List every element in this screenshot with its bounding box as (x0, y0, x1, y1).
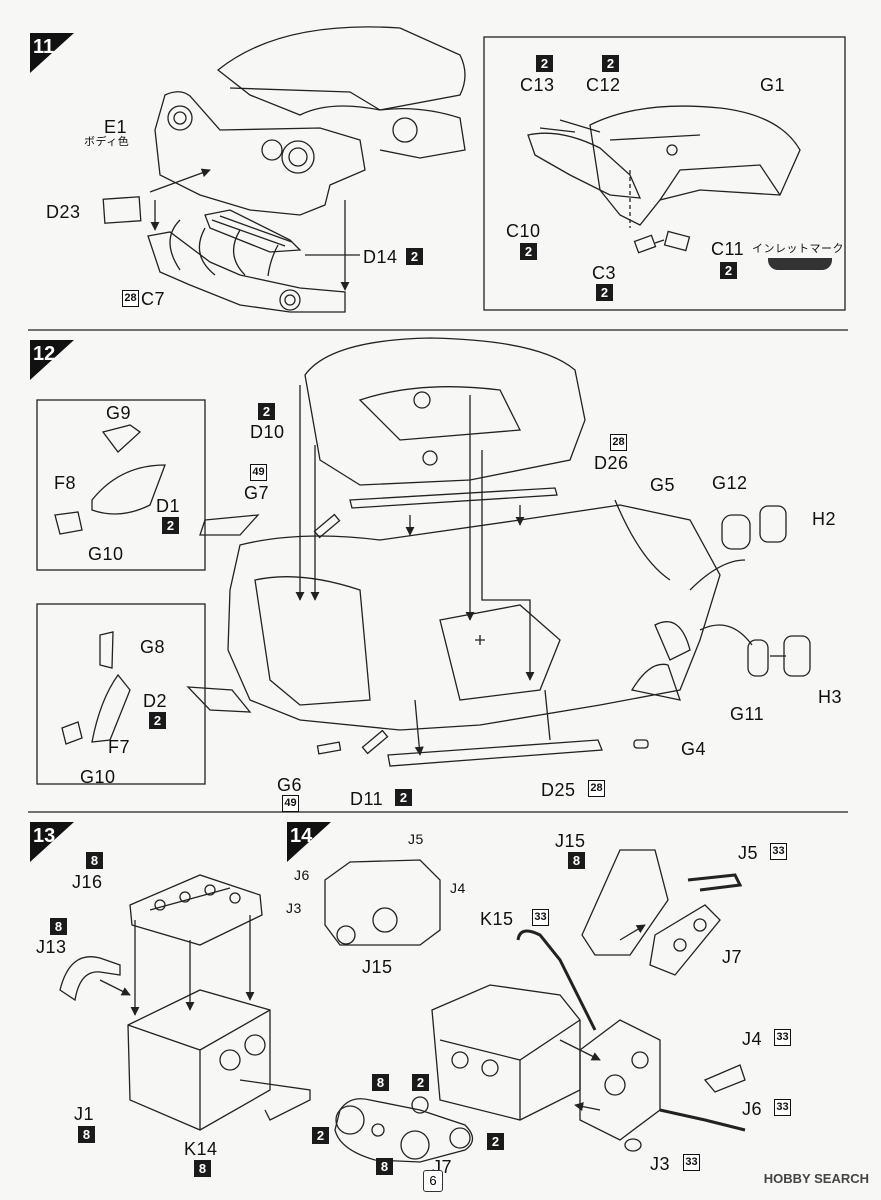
belt-pulley-badge-4: 8 (376, 1158, 393, 1175)
belt-pulley-badge-3: 2 (312, 1127, 329, 1144)
part-g5-label: G5 (650, 475, 676, 495)
belt-pulley-badge-5: 2 (487, 1133, 504, 1150)
part-k15-label: K15 (480, 909, 514, 929)
part-d1-count-badge: 2 (162, 517, 179, 534)
subpart-j4-label: J4 (450, 880, 466, 896)
part-j13-label: J13 (36, 937, 67, 957)
part-h2-label: H2 (812, 509, 837, 529)
part-j6-label: J6 (742, 1099, 763, 1119)
part-j13-count-badge: 8 (50, 918, 67, 935)
part-g6-color-badge: 49 (282, 795, 299, 812)
part-j3-label: J3 (650, 1154, 671, 1174)
part-c7-color-badge: 28 (122, 290, 139, 307)
part-j4-label: J4 (742, 1029, 763, 1049)
part-j3-color-badge: 33 (683, 1154, 700, 1171)
part-d26-color-badge: 28 (610, 434, 627, 451)
part-j5-label: J5 (738, 843, 759, 863)
part-g9-label: G9 (106, 403, 132, 423)
part-d11-label: D11 (350, 789, 384, 809)
step-11-number: 11 (33, 36, 55, 58)
belt-pulley-badge-1: 8 (372, 1074, 389, 1091)
part-e1-note: ボディ色 (84, 136, 130, 148)
step12-detail-frame-top (36, 399, 206, 571)
part-g10-label-top: G10 (88, 544, 124, 564)
part-d2-label: D2 (143, 691, 168, 711)
part-g7-label: G7 (244, 483, 270, 503)
subpart-j5-label: J5 (408, 831, 424, 847)
part-c11-note: インレットマーク (752, 243, 844, 255)
part-k15-color-badge: 33 (532, 909, 549, 926)
part-j15-count-badge: 8 (568, 852, 585, 869)
part-g12-label: G12 (712, 473, 748, 493)
part-d2-count-badge: 2 (149, 712, 166, 729)
part-g8-label: G8 (140, 637, 166, 657)
page-number: 6 (423, 1170, 443, 1192)
part-e1-label: E1 (104, 117, 128, 137)
part-c10-count-badge: 2 (520, 243, 537, 260)
part-f7-label: F7 (108, 737, 131, 757)
belt-pulley-badge-2: 2 (412, 1074, 429, 1091)
inlet-mark-swatch (768, 258, 832, 270)
part-d23-label: D23 (46, 202, 81, 222)
part-c7-label: C7 (141, 289, 166, 309)
part-c13-count-badge: 2 (536, 55, 553, 72)
watermark: HOBBY SEARCH (763, 1171, 869, 1186)
part-c12-count-badge: 2 (602, 55, 619, 72)
part-d25-color-badge: 28 (588, 780, 605, 797)
part-c11-count-badge: 2 (720, 262, 737, 279)
part-d11-count-badge: 2 (395, 789, 412, 806)
part-h3-label: H3 (818, 687, 843, 707)
part-d26-label: D26 (594, 453, 629, 473)
part-c11-label: C11 (711, 239, 745, 259)
step-12-number: 12 (33, 343, 56, 365)
part-f8-label: F8 (54, 473, 77, 493)
part-g7-color-badge: 49 (250, 464, 267, 481)
part-c13-label: C13 (520, 75, 555, 95)
part-d1-label: D1 (156, 496, 181, 516)
part-j1-count-badge: 8 (78, 1126, 95, 1143)
part-d14-count-badge: 2 (406, 248, 423, 265)
part-d14-label: D14 (363, 247, 398, 267)
part-g1-label: G1 (760, 75, 786, 95)
step-14-number: 14 (290, 825, 313, 847)
part-k14-count-badge: 8 (194, 1160, 211, 1177)
subpart-j6-label: J6 (294, 867, 310, 883)
part-c10-label: C10 (506, 221, 541, 241)
part-j5-color-badge: 33 (770, 843, 787, 860)
part-j7-label-top: J7 (722, 947, 743, 967)
part-c3-label: C3 (592, 263, 617, 283)
part-k14-label: K14 (184, 1139, 218, 1159)
part-g6-label: G6 (277, 775, 303, 795)
part-c3-count-badge: 2 (596, 284, 613, 301)
part-j15-label: J15 (555, 831, 586, 851)
part-g10-label-bottom: G10 (80, 767, 116, 787)
step11-detail-frame (483, 36, 846, 311)
subpart-j3-label: J3 (286, 900, 302, 916)
part-g4-label: G4 (681, 739, 707, 759)
part-j16-label: J16 (72, 872, 103, 892)
part-g11-label: G11 (730, 704, 765, 724)
part-j1-label: J1 (74, 1104, 95, 1124)
assembly-j15-label: J15 (362, 957, 393, 977)
part-d10-label: D10 (250, 422, 285, 442)
part-j16-count-badge: 8 (86, 852, 103, 869)
part-j6-color-badge: 33 (774, 1099, 791, 1116)
part-c12-label: C12 (586, 75, 621, 95)
part-d25-label: D25 (541, 780, 576, 800)
part-d10-count-badge: 2 (258, 403, 275, 420)
step-13-number: 13 (33, 825, 56, 847)
step12-detail-frame-bottom (36, 603, 206, 785)
part-j4-color-badge: 33 (774, 1029, 791, 1046)
